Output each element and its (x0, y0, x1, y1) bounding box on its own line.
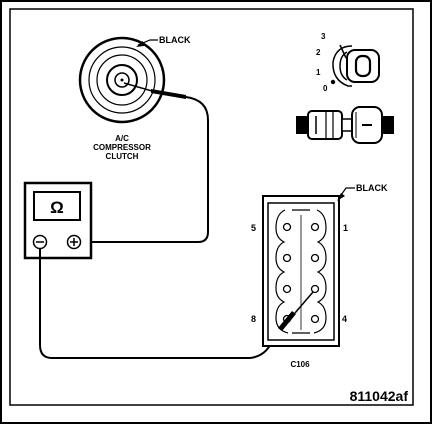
ohmmeter-icon (23, 181, 93, 260)
connector-id-label: C106 (290, 360, 310, 369)
switch-position-2: 2 (316, 48, 321, 57)
pin-hole (282, 253, 292, 263)
pin-label-top-right: 1 (343, 223, 348, 233)
compressor-leader-arrow (136, 41, 144, 47)
compressor-caption-line3: CLUTCH (106, 152, 139, 161)
figure-id: 811042af (350, 388, 409, 404)
ohm-symbol: Ω (50, 198, 64, 217)
pin-hole (282, 222, 292, 232)
connector-probe-icon (278, 291, 314, 331)
pin-label-top-left: 5 (251, 223, 256, 233)
compressor-color-label: BLACK (159, 35, 191, 45)
ignition-switch-icon (330, 44, 380, 87)
test-probe-icon (123, 82, 186, 99)
switch-position-1: 1 (316, 68, 321, 77)
compressor-clutch-icon (78, 36, 166, 124)
connector-leader-arrow (337, 193, 345, 201)
wire-compressor-to-meter (84, 96, 209, 243)
pin-hole (282, 284, 292, 294)
pin-label-bottom-left: 8 (251, 314, 256, 324)
connector-color-label: BLACK (356, 183, 388, 193)
pin-hole (310, 253, 320, 263)
switch-position-0: 0 (323, 84, 328, 93)
compressor-caption-line2: COMPRESSOR (93, 143, 151, 152)
pin-label-bottom-right: 4 (342, 314, 347, 324)
pin-hole (310, 314, 320, 324)
pin-hole (310, 284, 320, 294)
key-connector-icon (296, 106, 394, 144)
c106-connector (262, 195, 340, 347)
pin-hole (310, 222, 320, 232)
wire-meter-to-connector (39, 249, 275, 359)
compressor-caption-line1: A/C (115, 134, 129, 143)
switch-position-3: 3 (321, 32, 326, 41)
inner-border (9, 8, 414, 406)
